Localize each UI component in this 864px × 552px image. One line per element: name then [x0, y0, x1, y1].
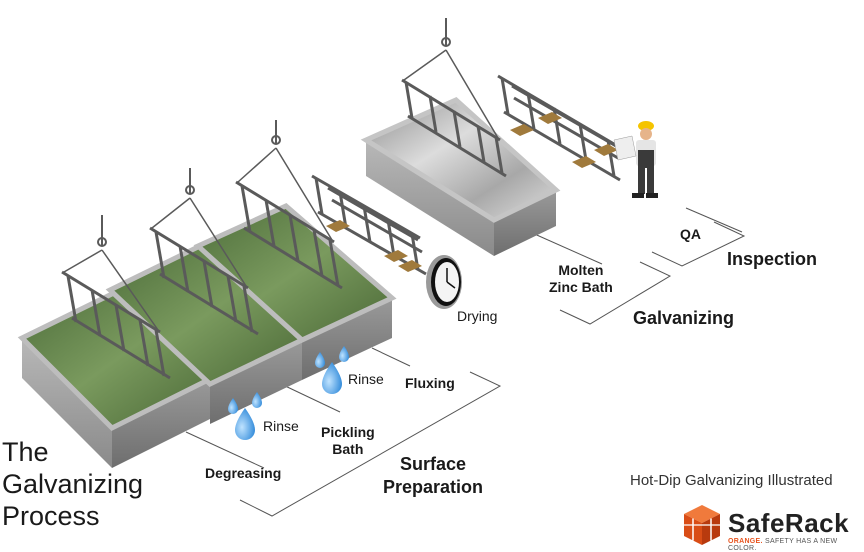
drying-clock-icon — [426, 255, 462, 309]
label-zinc-line1: Molten — [558, 262, 604, 278]
title-line-2: Galvanizing — [2, 469, 144, 499]
ladder-rack-3 — [235, 120, 343, 290]
label-fluxing: Fluxing — [405, 375, 455, 391]
ladder-rack-1 — [61, 215, 171, 380]
wood-blocks — [326, 112, 618, 272]
brand-name: SafeRack — [728, 508, 850, 538]
group-surface-line2: Preparation — [383, 477, 484, 497]
inspector-figure — [613, 121, 658, 198]
ladder-rack-zinc — [401, 18, 507, 178]
group-inspection: Inspection — [727, 249, 818, 269]
subtitle: Hot-Dip Galvanizing Illustrated — [630, 472, 833, 489]
label-molten-zinc: Molten Zinc Bath — [549, 262, 613, 296]
label-degreasing: Degreasing — [205, 465, 282, 481]
ladder-rack-drying — [311, 174, 427, 276]
label-rinse-1: Rinse — [263, 418, 299, 434]
brand-tagline: ORANGE. SAFETY HAS A NEW COLOR. — [728, 538, 864, 552]
title-line-3: Process — [2, 501, 100, 531]
ladder-rack-finished — [497, 74, 621, 182]
bracket-lines — [185, 207, 746, 517]
rinse-drops-1 — [228, 392, 262, 440]
zinc-tank — [360, 97, 561, 256]
label-drying: Drying — [457, 308, 498, 324]
brand-tagline-accent: ORANGE. — [728, 538, 763, 545]
label-pickling-line1: Pickling — [321, 424, 375, 440]
label-pickling-bath: Pickling Bath — [321, 424, 375, 458]
label-pickling-line2: Bath — [332, 440, 364, 457]
label-rinse-2: Rinse — [348, 371, 384, 387]
label-qa: QA — [680, 226, 701, 242]
degreasing-tank — [17, 286, 217, 468]
group-galvanizing: Galvanizing — [633, 308, 735, 328]
page-title: The Galvanizing Process — [2, 436, 143, 532]
group-surface-preparation: Surface Preparation — [383, 453, 483, 499]
ladder-rack-2 — [149, 168, 259, 336]
group-surface-line1: Surface — [399, 454, 467, 474]
saferack-logo-icon — [684, 505, 720, 545]
title-line-1: The — [2, 437, 49, 467]
label-zinc-line2: Zinc Bath — [549, 278, 613, 295]
saferack-brand: SafeRack ORANGE. SAFETY HAS A NEW COLOR. — [684, 500, 864, 552]
rinse-drops-2 — [315, 346, 349, 394]
fluxing-tank — [193, 203, 397, 380]
